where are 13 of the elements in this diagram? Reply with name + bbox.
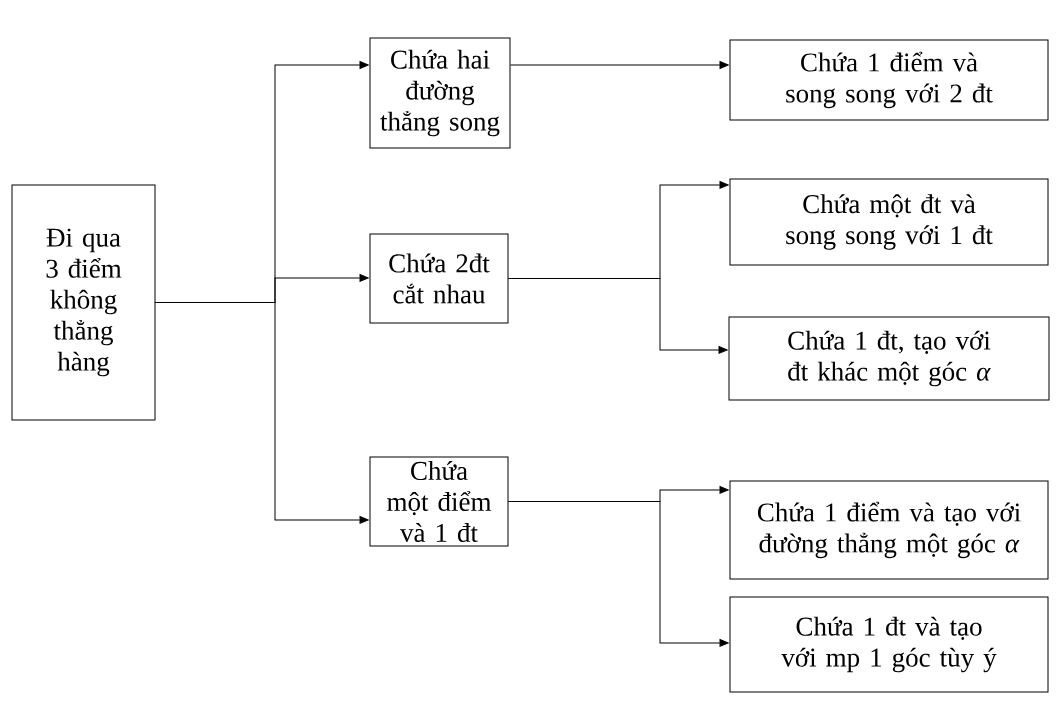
arrow [508, 501, 729, 647]
arrow [508, 278, 728, 354]
process-box: Chứa 1 đt và tạo với mp 1 góc tùy ý [729, 596, 1049, 693]
process-box: Chứa 2đt cắt nhau [369, 233, 509, 324]
process-box: Đi qua 3 điểm không thẳng hàng [11, 184, 156, 421]
process-box: Chứa hai đường thẳng song [369, 37, 511, 149]
arrow [510, 61, 729, 69]
process-box: Chứa 1 điểm và tạo với đường thẳng một góc α [729, 480, 1049, 580]
process-box: Chứa 1 đt, tạo với đt khác một góc α [728, 316, 1050, 401]
arrow [155, 302, 369, 524]
process-box: Chứa 1 điểm và song song với 2 đt [729, 39, 1049, 121]
process-box: Chứa một điểm và 1 đt [369, 456, 509, 547]
process-box: Chứa một đt và song song với 1 đt [729, 178, 1049, 266]
